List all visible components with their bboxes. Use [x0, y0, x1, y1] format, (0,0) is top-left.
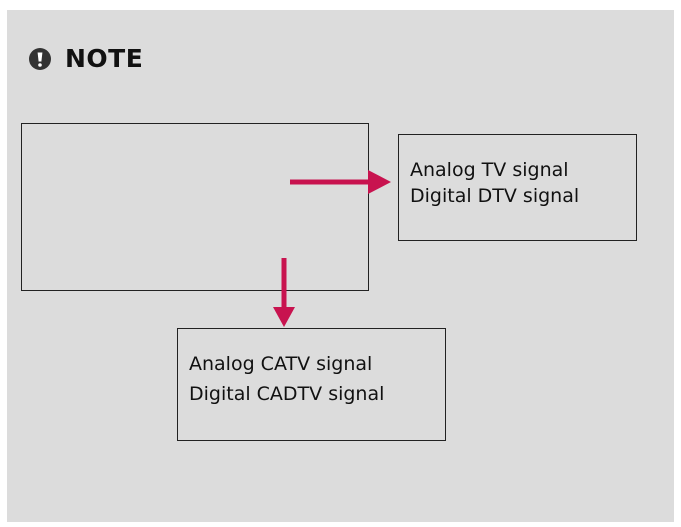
tv-box	[21, 123, 369, 291]
analog-catv-signal-label: Analog CATV signal	[189, 353, 373, 375]
note-header: NOTE	[29, 44, 143, 74]
cable-signal-box: Analog CATV signal Digital CADTV signal	[177, 328, 446, 441]
digital-cadtv-signal-label: Digital CADTV signal	[189, 383, 385, 405]
right-arrow	[290, 170, 391, 194]
antenna-signal-box: Analog TV signal Digital DTV signal	[398, 134, 637, 241]
digital-dtv-signal-label: Digital DTV signal	[410, 185, 580, 207]
exclamation-icon	[29, 48, 51, 70]
analog-tv-signal-label: Analog TV signal	[410, 159, 569, 181]
note-title: NOTE	[65, 44, 144, 73]
note-panel	[7, 10, 674, 522]
down-arrow	[273, 258, 295, 327]
